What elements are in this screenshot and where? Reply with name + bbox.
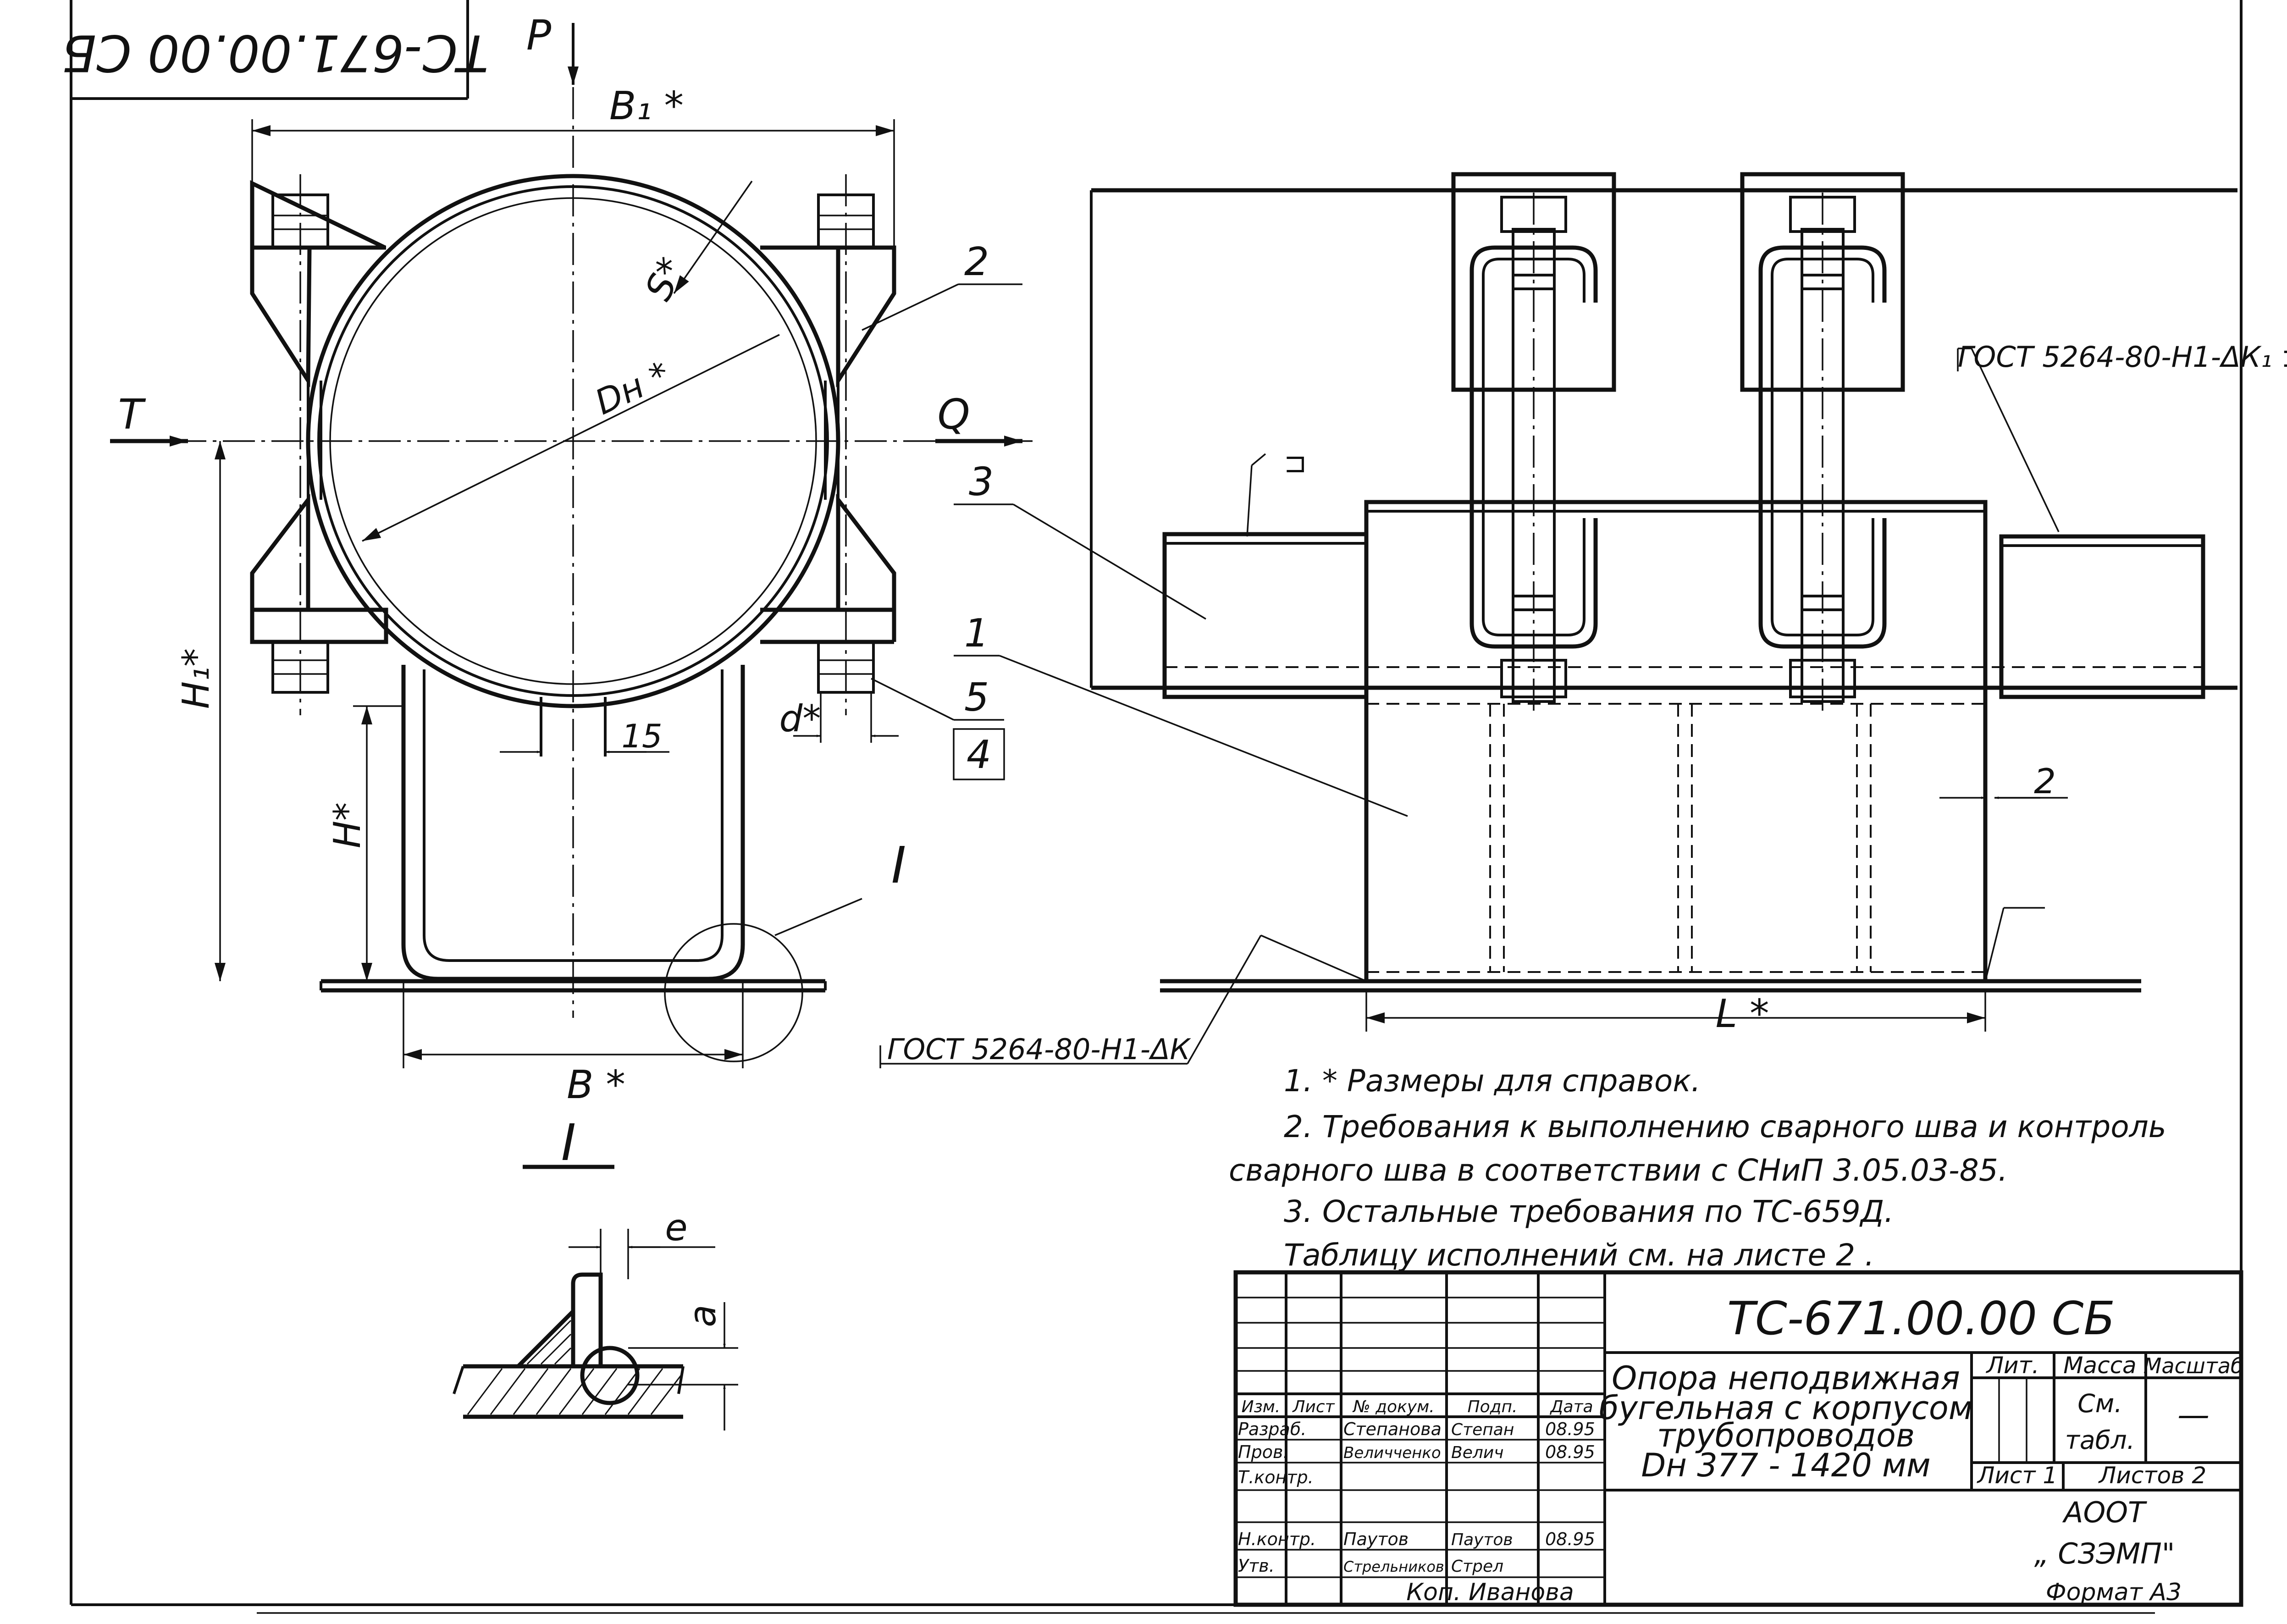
dim-s: S* (637, 251, 693, 307)
row-0-date: 08.95 (1545, 1419, 1595, 1439)
note-1: 1. * Размеры для справок. (1284, 1063, 1701, 1099)
dim-h1: H₁* (175, 648, 217, 709)
row-4-date: 08.95 (1545, 1529, 1595, 1549)
row-2-role: Т.контр. (1238, 1467, 1314, 1487)
row-0-sign: Степан (1451, 1420, 1514, 1439)
row-4-sign: Паутов (1451, 1530, 1513, 1549)
dim-e: e (665, 1206, 687, 1249)
weld-symbol-left: ⊐ (1284, 447, 1307, 479)
row-0-name: Степанова (1343, 1419, 1442, 1439)
mass-value-1: См. (2077, 1389, 2122, 1418)
detail-circle-I (664, 923, 803, 1062)
pos-4-box (953, 728, 1005, 780)
format-label: Формат А3 (2046, 1579, 2182, 1606)
row-4-role: Н.контр. (1238, 1529, 1316, 1549)
org-line-2: „ СЗЭМП" (2034, 1537, 2175, 1570)
mass-label: Масса (2063, 1352, 2136, 1379)
row-1-name: Величченко (1343, 1444, 1441, 1462)
pos-2: 2 (964, 239, 989, 285)
title-line-3: трубопроводов (1657, 1417, 1915, 1454)
sheets-total: Листов 2 (2098, 1462, 2206, 1489)
dim-b1: B₁ * (609, 83, 684, 129)
dim-l: L * (1716, 991, 1769, 1037)
rotated-code-stamp: ТС-671.00.00 СБ P (62, 0, 579, 100)
pos-1: 1 (964, 611, 989, 656)
col-list: Лист (1292, 1398, 1335, 1416)
clamp-body (1364, 500, 1988, 983)
dim-h: H* (326, 802, 369, 848)
row-1-sign: Велич (1451, 1443, 1504, 1462)
dim-dn: Dн * (589, 354, 676, 423)
lit-label: Лит. (1985, 1352, 2039, 1379)
rotated-code-text: ТС-671.00.00 СБ (62, 24, 489, 83)
row-4-name: Паутов (1343, 1529, 1409, 1549)
note-3: 3. Остальные требования по ТС-659Д. (1284, 1194, 1894, 1229)
rib-right (1999, 534, 2205, 699)
dim-15: 15 (621, 718, 662, 755)
dim-2: 2 (2034, 761, 2056, 801)
note-2: 2. Требования к выполнению сварного шва … (1284, 1109, 2166, 1144)
col-sign: Подп. (1468, 1398, 1518, 1416)
row-1-date: 08.95 (1545, 1442, 1595, 1462)
load-p-label: P (526, 11, 552, 60)
notes-block: 1. * Размеры для справок. 2. Требования … (1229, 1063, 2166, 1273)
front-view: I (174, 87, 1036, 1062)
side-view-dimensions: L * 2 3 1 ГОСТ 5264-80-Н1-ΔК₁ ⊐ ⊐ ГОСТ 5… (879, 340, 2287, 1068)
detail-I-title: I (561, 1113, 576, 1172)
col-doc: № докум. (1352, 1398, 1434, 1416)
scale-value: — (2177, 1396, 2210, 1434)
pipe-inner (317, 185, 829, 697)
force-q: Q (938, 391, 970, 439)
row-5-sign: Стрел (1451, 1557, 1503, 1576)
col-date: Дата (1549, 1398, 1593, 1416)
weld-note-right: ГОСТ 5264-80-Н1-ΔК₁ ⊐ (1958, 340, 2287, 374)
pipe-bore (329, 197, 817, 685)
rib-left (1162, 532, 1369, 699)
pos-4: 4 (967, 732, 991, 778)
row-5-role: Утв. (1238, 1556, 1275, 1576)
front-position-leaders: 2 5 4 (862, 239, 1022, 780)
row-1-role: Пров. (1238, 1442, 1288, 1462)
pos-3: 3 (969, 459, 994, 505)
front-view-dimensions: B₁ * S* Dн * H₁* H* B * 15 d* T (110, 83, 1022, 1108)
pos-5: 5 (964, 675, 989, 720)
title-line-1: Опора неподвижная (1612, 1359, 1960, 1397)
note-2b: сварного шва в соответствии с СНиП 3.05.… (1229, 1153, 2008, 1188)
row-5-name: Стрельников (1343, 1558, 1444, 1575)
col-izm: Изм. (1242, 1398, 1281, 1416)
note-4: Таблицу исполнений см. на листе 2 . (1284, 1237, 1874, 1273)
row-0-role: Разраб. (1238, 1419, 1306, 1439)
dim-b: B * (567, 1062, 625, 1108)
mass-value-2: табл. (2065, 1425, 2135, 1455)
dim-d: d* (779, 697, 821, 740)
title-line-4: Dн 377 - 1420 мм (1641, 1447, 1930, 1484)
title-code: ТС-671.00.00 СБ (1727, 1292, 2115, 1345)
scale-label: Масштаб (2143, 1353, 2244, 1378)
dim-a: a (681, 1304, 724, 1327)
weld-note-bottom: ГОСТ 5264-80-Н1-ΔК (887, 1033, 1191, 1066)
title-block: ТС-671.00.00 СБ Опора неподвижная бугель… (1233, 1270, 2244, 1607)
copied-by: Коп. Иванова (1406, 1579, 1574, 1606)
title-line-2: бугельная с корпусом (1599, 1389, 1972, 1427)
org-line-1: АООТ (2062, 1496, 2147, 1529)
side-view (1090, 172, 2237, 993)
detail-callout-I: I (891, 836, 906, 895)
detail-I: I e (453, 1113, 738, 1431)
force-t: T (118, 391, 146, 439)
sheet-number: Лист 1 (1977, 1462, 2057, 1489)
